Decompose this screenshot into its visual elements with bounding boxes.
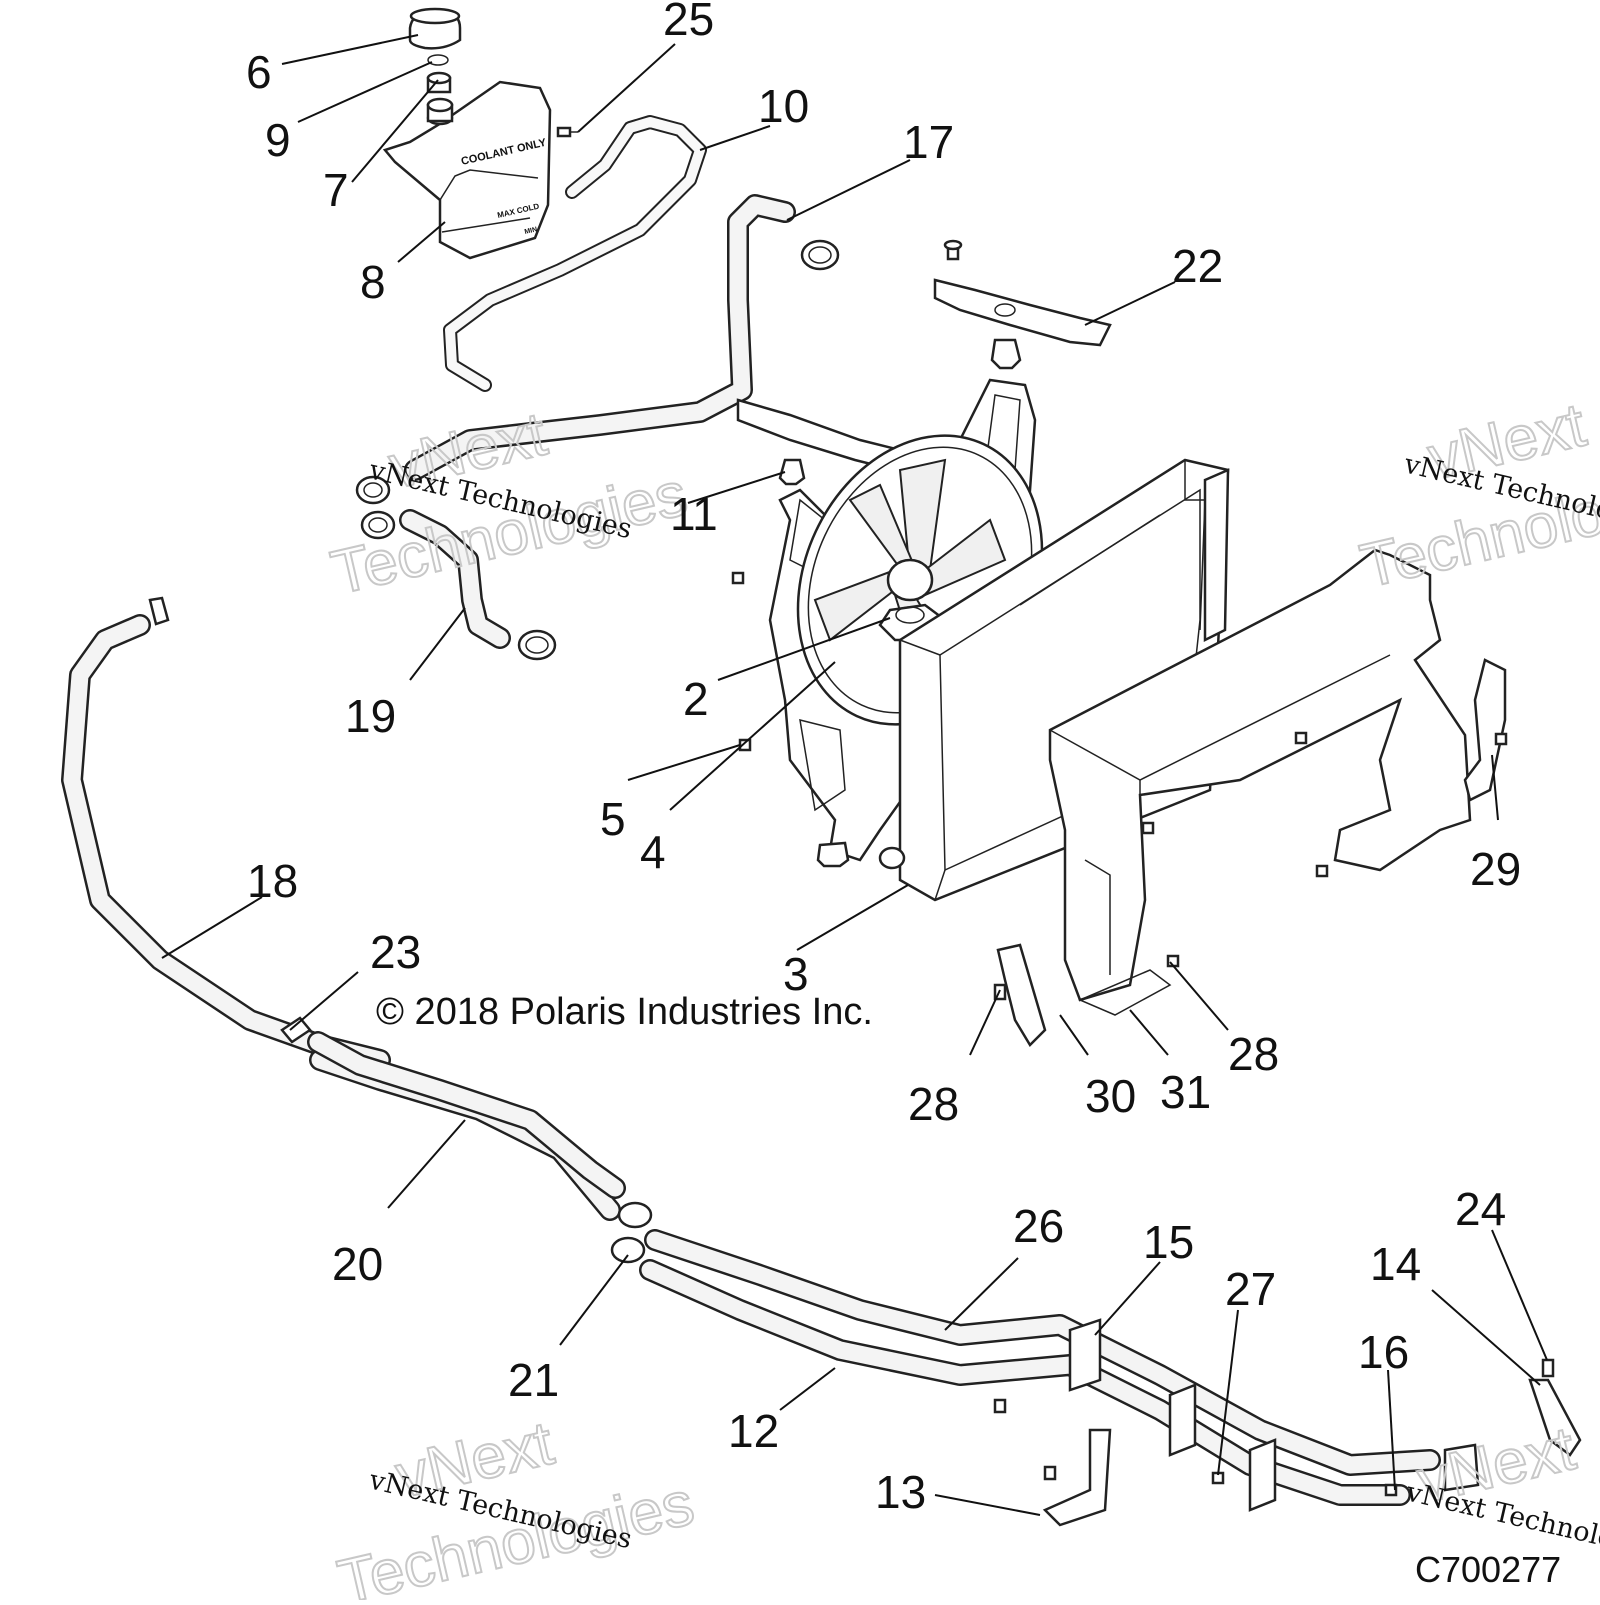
callout-17: 17 [903, 116, 954, 168]
callout-28: 28 [908, 1078, 959, 1130]
copyright-notice: © 2018 Polaris Industries Inc. [376, 991, 873, 1033]
callout-24: 24 [1455, 1183, 1506, 1235]
hoses [61, 115, 1441, 1506]
callout-14: 14 [1370, 1238, 1421, 1290]
shroud-frame [993, 548, 1508, 1048]
leader-lines [161, 34, 1548, 1516]
coolant-reservoir: COOLANT ONLY MAX COLD MIN [382, 7, 578, 260]
coolant-pipe-12 [639, 1259, 1411, 1506]
callout-22: 22 [1172, 240, 1223, 292]
bracket-22 [933, 239, 1112, 370]
callout-numbers: 6 9 7 8 25 10 17 22 11 19 2 5 4 3 29 18 … [246, 0, 1521, 1518]
callout-26: 26 [1013, 1200, 1064, 1252]
callout-13: 13 [875, 1466, 926, 1518]
callout-5: 5 [600, 793, 626, 845]
callout-31: 30 [1085, 1070, 1136, 1122]
callout-10: 10 [758, 80, 809, 132]
callout-19: 19 [345, 690, 396, 742]
callout-16: 16 [1358, 1326, 1409, 1378]
hose-clamps [148, 239, 840, 1264]
diagram-code: C700277 [1415, 1549, 1561, 1590]
callout-7: 7 [323, 164, 349, 216]
callout-3: 3 [783, 948, 809, 1000]
callout-30: 29 [1470, 843, 1521, 895]
callout-9: 9 [265, 114, 291, 166]
callout-23: 23 [370, 926, 421, 978]
reservoir-min-label: MIN [524, 226, 538, 236]
callout-12: 12 [728, 1405, 779, 1457]
callout-21: 21 [508, 1354, 559, 1406]
callout-20: 20 [332, 1238, 383, 1290]
callout-6: 6 [246, 46, 272, 98]
callout-27: 27 [1225, 1263, 1276, 1315]
callout-29: 28 [1228, 1028, 1279, 1080]
callout-15: 15 [1143, 1216, 1194, 1268]
callout-2: 2 [683, 673, 709, 725]
callout-18: 18 [247, 855, 298, 907]
callout-4: 4 [640, 826, 666, 878]
callout-32: 31 [1160, 1066, 1211, 1118]
callout-25: 25 [663, 0, 714, 45]
pipe-brackets [993, 1318, 1582, 1527]
callout-11: 11 [670, 488, 718, 540]
callout-8: 8 [360, 256, 386, 308]
